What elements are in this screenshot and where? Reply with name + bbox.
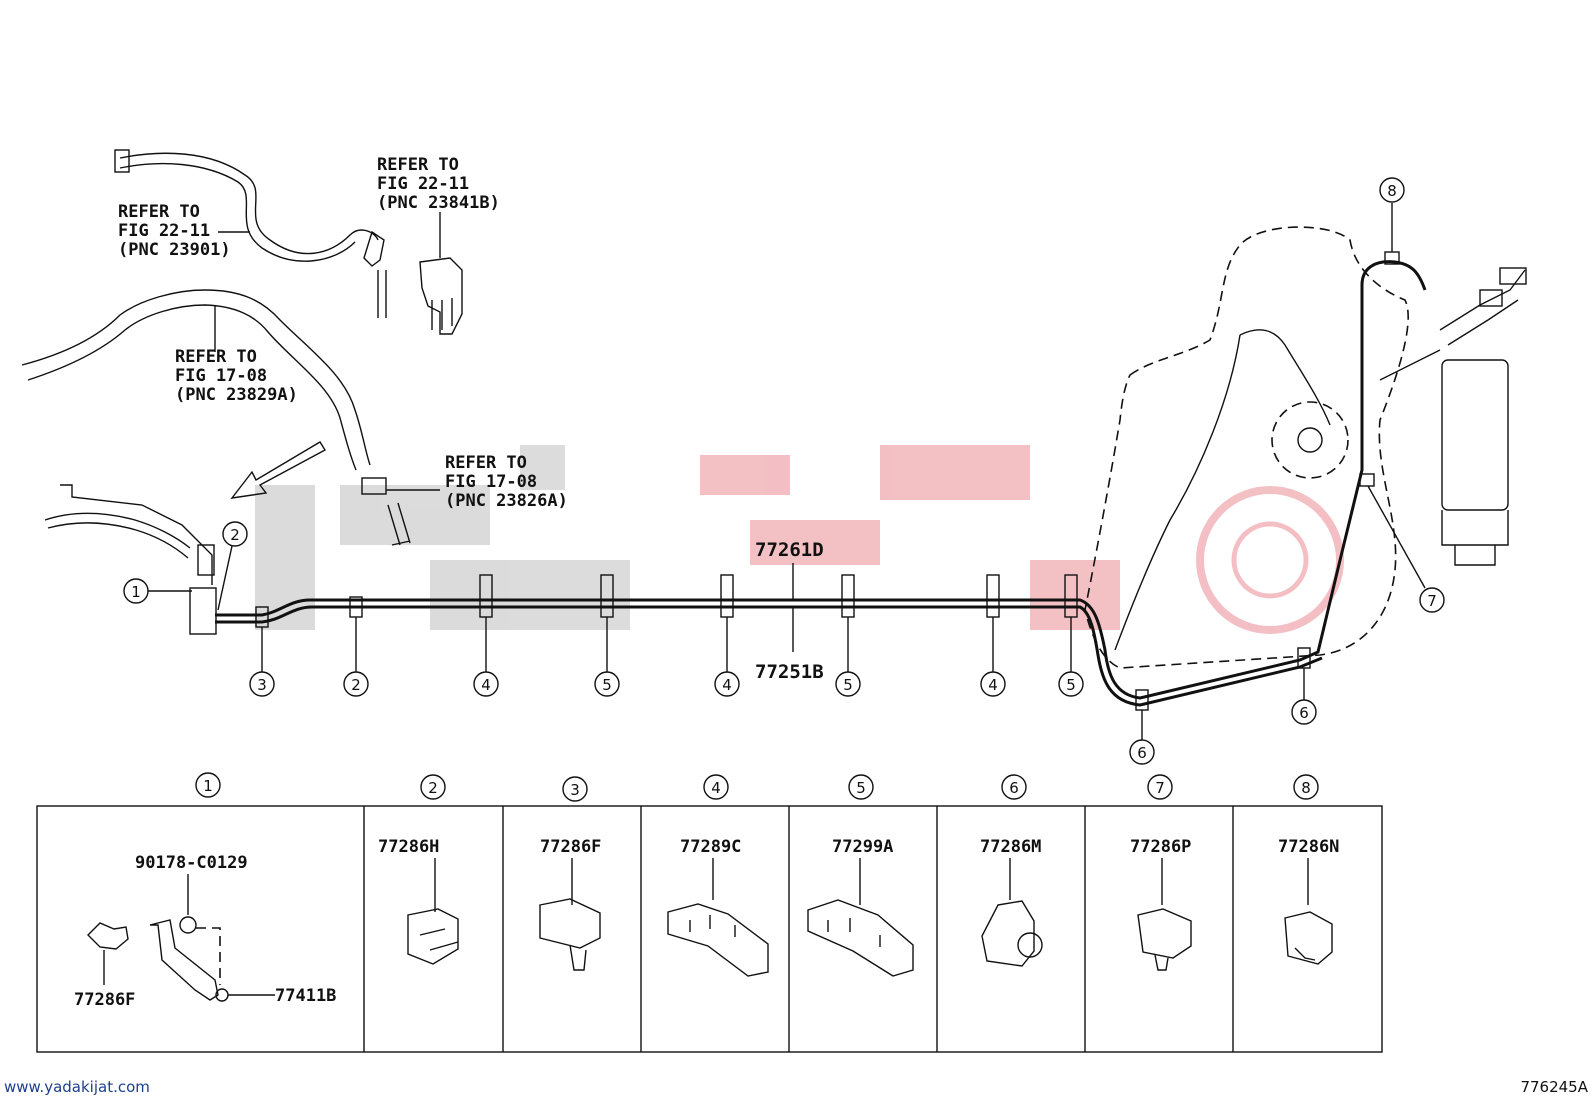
svg-text:77286M: 77286M [980, 837, 1041, 857]
clamp-callout: 2 [343, 671, 369, 697]
svg-text:5: 5 [856, 779, 866, 797]
refer-label-23826A: REFER TO FIG 17-08 (PNC 23826A) [445, 453, 568, 511]
fuel-pipes [215, 260, 1427, 707]
svg-text:6: 6 [1009, 779, 1019, 797]
parts-table [36, 805, 1383, 1053]
clamp-callout: 4 [473, 671, 499, 697]
refer-label-23829A: REFER TO FIG 17-08 (PNC 23829A) [175, 347, 298, 405]
direction-arrow [230, 441, 326, 499]
clamp-callout: 5 [835, 671, 861, 697]
callout-2-upper: 2 [222, 521, 248, 547]
svg-text:5: 5 [1066, 676, 1076, 694]
diagram-id: 776245A [1520, 1078, 1588, 1096]
callout-7: 7 [1419, 587, 1445, 613]
part-90178-C0129: 90178-C0129 [135, 853, 248, 873]
svg-text:4: 4 [722, 676, 732, 694]
svg-text:REFER TO: REFER TO [175, 347, 257, 367]
svg-text:6: 6 [1137, 744, 1147, 762]
svg-text:6: 6 [1299, 704, 1309, 722]
svg-text:(PNC 23901): (PNC 23901) [118, 240, 231, 260]
svg-text:7: 7 [1427, 592, 1437, 610]
svg-text:3: 3 [570, 781, 580, 799]
svg-text:FIG 22-11: FIG 22-11 [377, 174, 469, 194]
svg-text:77286N: 77286N [1278, 837, 1339, 857]
svg-text:REFER TO: REFER TO [377, 155, 459, 175]
table-cell-4: 77289C [667, 837, 769, 977]
callout-6-b: 6 [1129, 739, 1155, 765]
svg-text:1: 1 [203, 777, 213, 795]
pipe-part-77261D: 77261D [755, 539, 824, 561]
callout-leaders [148, 203, 1426, 740]
hose-assembly-23901 [114, 149, 387, 318]
part-77411B: 77411B [275, 986, 336, 1006]
clip-23826A [361, 477, 440, 546]
fuel-tank [1084, 226, 1409, 669]
svg-text:REFER TO: REFER TO [445, 453, 527, 473]
svg-text:2: 2 [428, 779, 438, 797]
clamp-callout: 5 [594, 671, 620, 697]
left-bracket [44, 484, 217, 635]
svg-text:77289C: 77289C [680, 837, 741, 857]
table-cell-8: 77286N [1278, 837, 1339, 965]
table-header-3: 3 [562, 776, 588, 802]
clamp-callout: 3 [249, 671, 275, 697]
svg-text:8: 8 [1301, 779, 1311, 797]
svg-text:(PNC 23841B): (PNC 23841B) [377, 193, 500, 213]
pipe-clamps [255, 251, 1400, 711]
watermark-logo [255, 445, 1344, 634]
table-header-8: 8 [1293, 774, 1319, 800]
table-cell-7: 77286P [1130, 837, 1192, 971]
table-cell-3: 77286F [539, 837, 601, 971]
svg-text:77286P: 77286P [1130, 837, 1191, 857]
clamp-callout: 4 [714, 671, 740, 697]
svg-text:5: 5 [602, 676, 612, 694]
svg-text:77299A: 77299A [832, 837, 893, 857]
callout-8: 8 [1379, 177, 1405, 203]
table-header-7: 7 [1147, 774, 1173, 800]
svg-text:(PNC 23826A): (PNC 23826A) [445, 491, 568, 511]
table-header-2: 2 [420, 774, 446, 800]
table-header-4: 4 [703, 774, 729, 800]
svg-text:FIG 17-08: FIG 17-08 [445, 472, 537, 492]
bracket-23841B [419, 212, 463, 335]
svg-text:77286H: 77286H [378, 837, 439, 857]
svg-text:5: 5 [843, 676, 853, 694]
clamp-callout: 5 [1058, 671, 1084, 697]
svg-text:3: 3 [257, 676, 267, 694]
svg-text:2: 2 [351, 676, 361, 694]
table-cell-6: 77286M [980, 837, 1043, 967]
svg-text:1: 1 [131, 583, 141, 601]
svg-text:FIG 17-08: FIG 17-08 [175, 366, 267, 386]
svg-text:4: 4 [481, 676, 491, 694]
hose-23829A [21, 289, 371, 471]
table-header-6: 6 [1001, 774, 1027, 800]
refer-label-23901: REFER TO FIG 22-11 (PNC 23901) [118, 202, 231, 260]
clamp-callout: 4 [980, 671, 1006, 697]
table-cell-1: 90178-C0129 77411B 77286F [74, 853, 336, 1010]
svg-text:FIG 22-11: FIG 22-11 [118, 221, 210, 241]
callout-6-a: 6 [1291, 699, 1317, 725]
table-cell-2: 77286H [378, 837, 459, 965]
website-link[interactable]: www.yadakijat.com [4, 1078, 150, 1096]
refer-label-23841B: REFER TO FIG 22-11 (PNC 23841B) [377, 155, 500, 213]
table-cell-5: 77299A [807, 837, 914, 977]
callout-1: 1 [123, 578, 149, 604]
svg-text:8: 8 [1387, 182, 1397, 200]
part-77286F-bracket: 77286F [74, 990, 135, 1010]
pipe-part-77251B: 77251B [755, 661, 824, 683]
svg-text:(PNC 23829A): (PNC 23829A) [175, 385, 298, 405]
table-header-5: 5 [848, 774, 874, 800]
charcoal-canister [1379, 267, 1527, 566]
svg-text:REFER TO: REFER TO [118, 202, 200, 222]
svg-text:4: 4 [988, 676, 998, 694]
svg-text:4: 4 [711, 779, 721, 797]
svg-text:77286F: 77286F [540, 837, 601, 857]
table-header-1: 1 [195, 772, 221, 798]
svg-text:2: 2 [230, 526, 240, 544]
svg-text:7: 7 [1155, 779, 1165, 797]
